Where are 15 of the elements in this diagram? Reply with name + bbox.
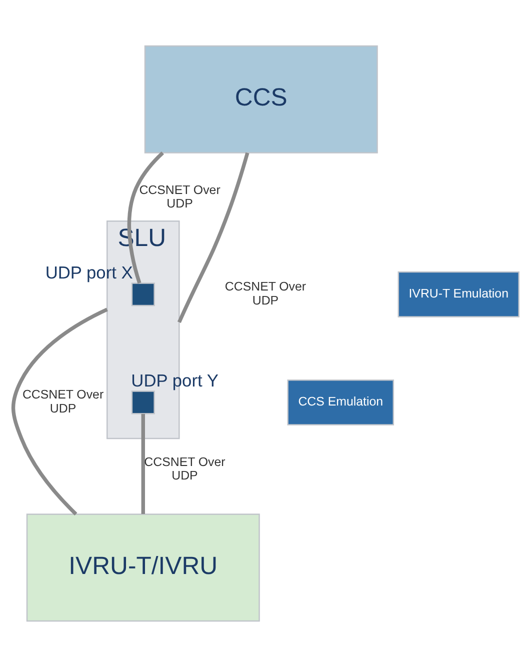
connector [177, 152, 250, 323]
connector [127, 152, 164, 284]
node-box: IVRU-T Emulation [398, 271, 520, 318]
connector [141, 414, 145, 514]
edge-label: CCSNET Over UDP [139, 182, 220, 210]
node-label: UDP port Y [131, 370, 218, 391]
edge-label: CCSNET Over UDP [22, 388, 104, 416]
node-box [131, 282, 155, 306]
node-box: CCS [144, 45, 378, 154]
connector [11, 308, 108, 516]
edge-label: CCSNET Over UDP [224, 280, 306, 308]
node-box: IVRU-T/IVRU [26, 514, 260, 622]
node-box [131, 390, 155, 414]
node-box: CCS Emulation [287, 379, 394, 426]
node-label: UDP port X [45, 262, 133, 282]
